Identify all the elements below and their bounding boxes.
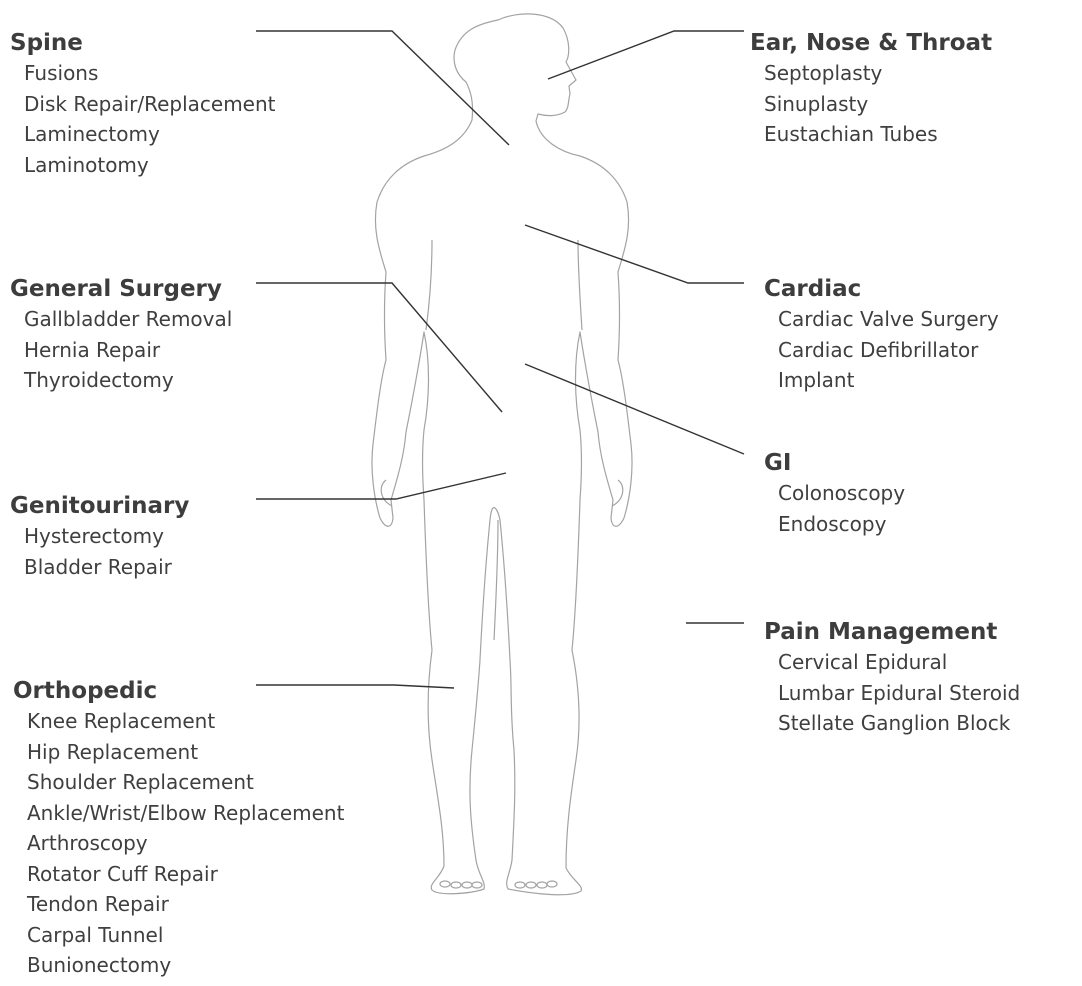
procedure-item: Implant [778,365,999,396]
leader-general [256,283,502,412]
hand-left [381,480,392,506]
procedure-list: Cardiac Valve Surgery Cardiac Defibrilla… [764,304,999,396]
procedure-item: Bladder Repair [24,552,189,583]
procedure-item: Endoscopy [778,509,905,540]
inner-arm-right [578,240,582,330]
leader-gi [525,364,744,454]
procedure-list: Knee Replacement Hip Replacement Shoulde… [13,706,344,981]
leader-spine [256,31,509,145]
category-heading: Orthopedic [13,676,344,706]
category-heading: GI [764,448,905,478]
procedure-item: Sinuplasty [764,89,992,120]
procedure-list: Gallbladder Removal Hernia Repair Thyroi… [10,304,232,396]
procedure-item: Lumbar Epidural Steroid [778,678,1020,709]
procedure-item: Hip Replacement [27,737,344,768]
procedure-list: Cervical Epidural Lumbar Epidural Steroi… [764,647,1020,739]
hand-right [612,480,623,506]
procedure-item: Stellate Ganglion Block [778,708,1020,739]
procedure-item: Disk Repair/Replacement [24,89,276,120]
category-pain-management: Pain Management Cervical Epidural Lumbar… [764,617,1020,739]
procedure-item: Septoplasty [764,58,992,89]
category-heading: Ear, Nose & Throat [750,28,992,58]
procedure-item: Cervical Epidural [778,647,1020,678]
category-general-surgery: General Surgery Gallbladder Removal Hern… [10,274,232,396]
procedure-item: Gallbladder Removal [24,304,232,335]
procedure-item: Laminectomy [24,119,276,150]
procedure-item: Rotator Cuff Repair [27,859,344,890]
procedure-item: Thyroidectomy [24,365,232,396]
procedure-item: Hernia Repair [24,335,232,366]
procedure-item: Laminotomy [24,150,276,181]
procedure-list: Colonoscopy Endoscopy [764,478,905,539]
inner-arm-left [426,240,432,330]
procedure-item: Arthroscopy [27,828,344,859]
toes-right [515,881,557,888]
procedure-item: Shoulder Replacement [27,767,344,798]
category-heading: Cardiac [764,274,999,304]
leader-ent [548,31,744,79]
procedure-list: Hysterectomy Bladder Repair [10,521,189,582]
category-ear-nose-throat: Ear, Nose & Throat Septoplasty Sinuplast… [750,28,992,150]
category-heading: Spine [10,28,276,58]
category-heading: Genitourinary [10,491,189,521]
category-genitourinary: Genitourinary Hysterectomy Bladder Repai… [10,491,189,582]
procedure-item: Cardiac Valve Surgery [778,304,999,335]
procedure-item: Bunionectomy [27,950,344,981]
leader-genito [256,473,506,499]
category-orthopedic: Orthopedic Knee Replacement Hip Replacem… [13,676,344,981]
category-heading: Pain Management [764,617,1020,647]
procedure-item: Ankle/Wrist/Elbow Replacement [27,798,344,829]
procedure-list: Fusions Disk Repair/Replacement Laminect… [10,58,276,180]
procedure-item: Hysterectomy [24,521,189,552]
procedure-item: Knee Replacement [27,706,344,737]
procedure-item: Tendon Repair [27,889,344,920]
procedure-item: Carpal Tunnel [27,920,344,951]
category-gi: GI Colonoscopy Endoscopy [764,448,905,539]
procedure-item: Cardiac Defibrillator [778,335,999,366]
procedure-list: Septoplasty Sinuplasty Eustachian Tubes [750,58,992,150]
procedure-item: Colonoscopy [778,478,905,509]
procedure-item: Eustachian Tubes [764,119,992,150]
category-cardiac: Cardiac Cardiac Valve Surgery Cardiac De… [764,274,999,396]
leader-cardiac [525,225,744,283]
category-spine: Spine Fusions Disk Repair/Replacement La… [10,28,276,180]
body-outline [372,14,632,895]
leg-divider [494,520,498,640]
category-heading: General Surgery [10,274,232,304]
procedure-item: Fusions [24,58,276,89]
toes-left [440,881,482,888]
